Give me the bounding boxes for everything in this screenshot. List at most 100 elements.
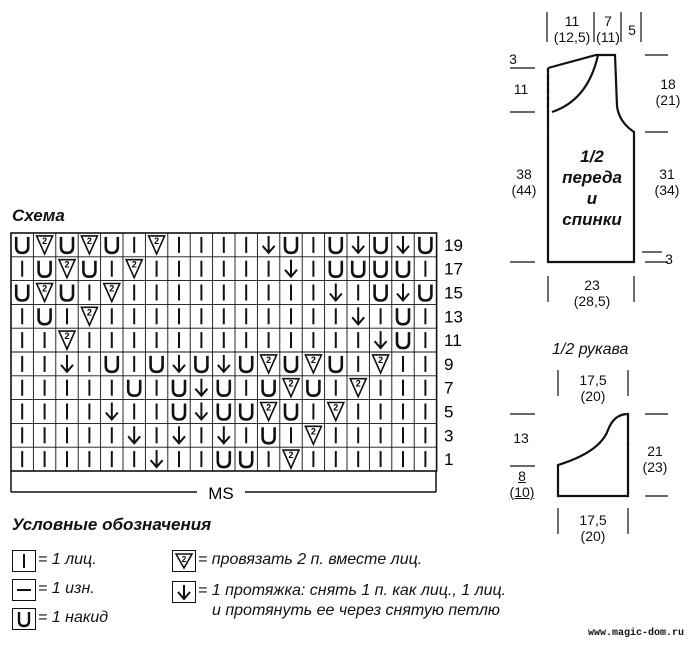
front-back-pattern xyxy=(546,53,636,264)
svg-text:2: 2 xyxy=(42,284,47,294)
svg-text:2: 2 xyxy=(356,379,361,389)
stitch-A-0-15 xyxy=(351,235,365,255)
svg-text:2: 2 xyxy=(311,426,316,436)
stitch-U-6-11 xyxy=(261,379,276,398)
svg-text:2: 2 xyxy=(288,450,293,460)
svg-text:2: 2 xyxy=(64,260,69,270)
svg-text:2: 2 xyxy=(87,307,92,317)
legend-knit: = 1 лиц. xyxy=(38,551,97,568)
fb-side-height: 31(34) xyxy=(654,166,680,198)
stitch-A-1-12 xyxy=(284,259,298,279)
stitch-U-0-16 xyxy=(373,236,388,255)
row-number: 9 xyxy=(444,355,453,374)
stitch-U-2-2 xyxy=(59,284,75,302)
fb-shoulder-drop: 3 xyxy=(509,51,517,67)
stitch-U-7-9 xyxy=(216,403,232,421)
repeat-bracket xyxy=(10,471,437,493)
stitch-A-8-9 xyxy=(217,426,231,445)
sleeve-side-height: 21(23) xyxy=(642,443,668,475)
stitch-U-0-0 xyxy=(14,236,30,255)
sleeve-cap-height: 13 xyxy=(513,430,529,446)
sleeve-title: 1/2 рукава xyxy=(552,341,629,358)
stitch-U-5-14 xyxy=(328,355,344,374)
row-number: 11 xyxy=(444,331,462,350)
sleeve-cuff: 8(10) xyxy=(509,468,535,500)
watermark: www.magic-dom.ru xyxy=(587,628,684,639)
stitch-D-0-6: 2 xyxy=(147,235,166,256)
stitch-U-0-14 xyxy=(328,236,344,255)
stitch-U-2-16 xyxy=(373,284,388,302)
front-back-label: 1/2 переда и спинки xyxy=(562,147,622,229)
legend-skp-line2: и протянуть ее через снятую петлю xyxy=(212,602,500,619)
stitch-A-0-17 xyxy=(396,235,410,255)
front-back-dimension-lines xyxy=(510,12,668,302)
stitch-U-9-10 xyxy=(238,451,254,469)
stitch-D-6-12: 2 xyxy=(281,377,301,399)
stitch-D-1-5: 2 xyxy=(124,258,144,280)
row-number: 13 xyxy=(444,307,463,326)
stitch-U-2-18 xyxy=(418,284,433,302)
stitch-U-1-1 xyxy=(37,260,52,279)
svg-text:2: 2 xyxy=(266,403,271,413)
row-number: 17 xyxy=(444,260,463,279)
stitch-U-5-8 xyxy=(194,355,209,374)
k2tog-icon: 2 xyxy=(172,550,196,572)
stitch-D-9-12: 2 xyxy=(281,449,301,471)
fb-width: 23(28,5) xyxy=(573,277,611,309)
stitch-A-2-14 xyxy=(329,283,343,303)
stitch-U-1-17 xyxy=(395,260,411,279)
fb-total-height: 38(44) xyxy=(511,166,537,198)
stitch-A-4-16 xyxy=(373,331,388,350)
stitch-D-6-15: 2 xyxy=(348,377,368,399)
stitch-U-1-3 xyxy=(82,260,97,279)
stitch-D-2-4: 2 xyxy=(102,282,122,304)
row-number: 7 xyxy=(444,379,453,398)
repeat-label: MS xyxy=(208,484,234,503)
purl-stitch-icon xyxy=(12,579,36,601)
sleeve-top-width: 17,5(20) xyxy=(579,372,607,404)
svg-text:2: 2 xyxy=(109,284,114,294)
stitch-A-7-8 xyxy=(194,402,209,422)
svg-text:2: 2 xyxy=(182,555,187,564)
stitch-U-7-7 xyxy=(171,403,187,421)
svg-text:2: 2 xyxy=(288,379,293,389)
stitch-U-0-2 xyxy=(59,236,75,255)
stitch-U-1-16 xyxy=(373,260,388,279)
schema-title: Схема xyxy=(12,206,65,225)
stitch-U-2-0 xyxy=(14,284,30,302)
svg-text:2: 2 xyxy=(64,331,69,341)
svg-text:2: 2 xyxy=(42,236,47,246)
stitch-D-2-1: 2 xyxy=(35,282,54,304)
stitch-U-5-10 xyxy=(238,355,254,374)
stitch-A-3-15 xyxy=(351,307,365,326)
sleeve-pattern xyxy=(556,412,630,498)
row-number: 1 xyxy=(444,450,453,469)
stitch-U-5-12 xyxy=(283,355,299,374)
stitch-A-8-7 xyxy=(172,426,186,445)
row-number: 5 xyxy=(444,403,453,422)
svg-text:2: 2 xyxy=(333,403,338,413)
legend-title: Условные обозначения xyxy=(12,515,212,534)
stitch-U-5-6 xyxy=(149,355,164,374)
stitch-D-1-2: 2 xyxy=(57,258,77,280)
stitch-U-1-15 xyxy=(350,260,366,279)
sleeve-dimension-lines xyxy=(510,370,668,534)
stitch-U-3-1 xyxy=(37,308,52,326)
stitch-U-8-11 xyxy=(261,427,276,445)
stitch-A-0-11 xyxy=(261,235,276,255)
fb-armhole: 18(21) xyxy=(655,76,681,108)
legend-skp-line1: = 1 протяжка: снять 1 п. как лиц., 1 лиц… xyxy=(198,582,507,599)
svg-text:2: 2 xyxy=(311,355,316,365)
legend-yarn-over: = 1 накид xyxy=(38,609,109,626)
stitch-D-8-13: 2 xyxy=(304,425,323,447)
sleeve-bottom-width: 17,5(20) xyxy=(579,512,607,544)
stitch-U-9-9 xyxy=(216,451,232,469)
stitch-D-0-3: 2 xyxy=(80,235,99,256)
fb-top-dim-2: 7(11) xyxy=(596,13,620,45)
row-number: 19 xyxy=(444,236,463,255)
stitch-U-7-12 xyxy=(283,403,299,421)
stitch-U-6-13 xyxy=(306,379,321,398)
